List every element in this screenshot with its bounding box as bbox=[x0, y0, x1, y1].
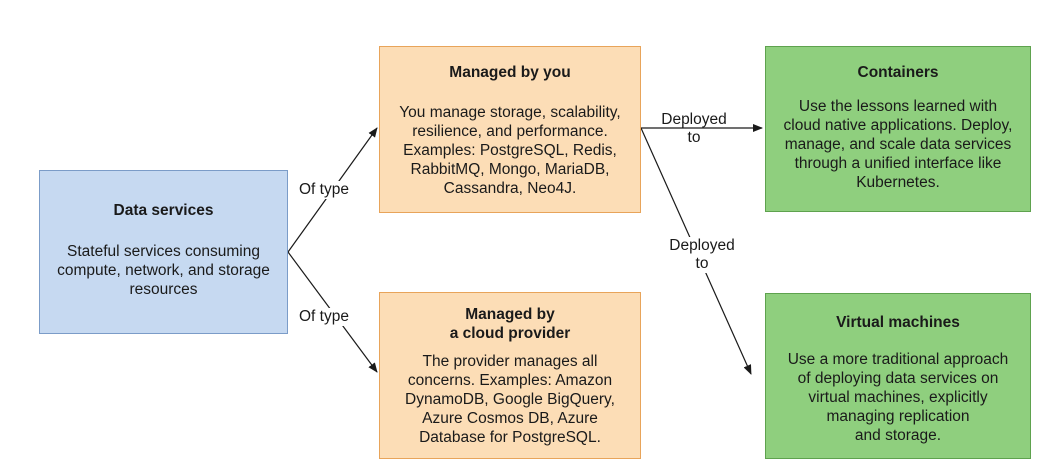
virtual-machines-description: Use a more traditional approach of deplo… bbox=[787, 351, 1009, 444]
data-services-title: Data services bbox=[113, 202, 214, 219]
edge-label-of-type-bottom: Of type bbox=[299, 308, 349, 326]
edge-label-of-type-top: Of type bbox=[299, 181, 349, 199]
containers-title: Containers bbox=[857, 64, 939, 81]
containers-description: Use the lessons learned with cloud nativ… bbox=[783, 98, 1013, 191]
data-services-node: Data services Stateful services consumin… bbox=[39, 170, 288, 334]
containers-node: Containers Use the lessons learned with … bbox=[765, 46, 1031, 212]
managed-by-cloud-provider-node: Managed by a cloud provider The provider… bbox=[379, 292, 641, 459]
virtual-machines-node: Virtual machines Use a more traditional … bbox=[765, 293, 1031, 459]
edge-label-deployed-to-containers: Deployed to bbox=[661, 111, 727, 146]
managed-by-you-node: Managed by you You manage storage, scala… bbox=[379, 46, 641, 213]
data-services-description: Stateful services consuming compute, net… bbox=[57, 243, 270, 298]
managed-by-you-title: Managed by you bbox=[449, 64, 571, 81]
edge-label-deployed-to-virtual-machines: Deployed to bbox=[664, 237, 740, 273]
managed-by-cloud-provider-description: The provider manages all concerns. Examp… bbox=[405, 353, 615, 446]
managed-by-cloud-provider-title: Managed by a cloud provider bbox=[449, 306, 571, 342]
virtual-machines-title: Virtual machines bbox=[836, 314, 960, 331]
managed-by-you-description: You manage storage, scalability, resilie… bbox=[399, 104, 621, 197]
